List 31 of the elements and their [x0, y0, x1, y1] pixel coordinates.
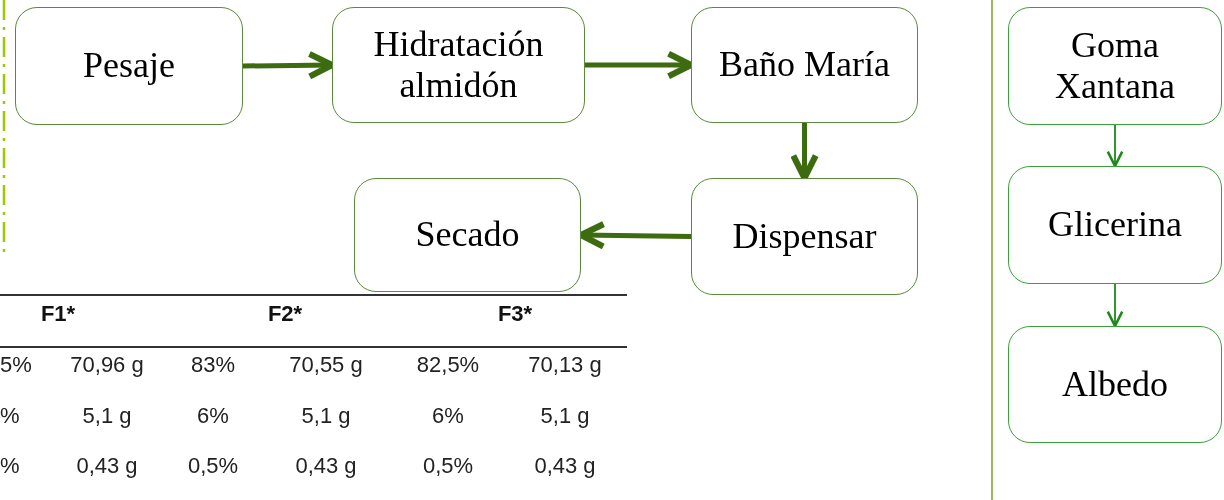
- arrow: [1106, 283, 1124, 328]
- table-cell-text: 5%: [0, 352, 32, 378]
- table-cell-text: %: [0, 403, 20, 429]
- table-cell-text: 0,5%: [187, 453, 239, 479]
- table-cell-text: 70,96 g: [70, 352, 144, 378]
- table-cell-text: 83%: [191, 352, 235, 378]
- process-box: Secado: [354, 178, 581, 292]
- process-box: Albedo: [1008, 326, 1222, 443]
- table-cell-text: 0,5%: [422, 453, 474, 479]
- table-cell-text: 0,43 g: [534, 453, 596, 479]
- column-header: F3*: [497, 301, 533, 327]
- table-cell-text: 6%: [197, 403, 229, 429]
- table-cell-text: 6%: [432, 403, 464, 429]
- process-box: Dispensar: [691, 178, 918, 295]
- process-box: Glicerina: [1008, 166, 1222, 284]
- table-cell-text: 5,1 g: [82, 403, 132, 429]
- table-cell-text: 82,5%: [416, 352, 480, 378]
- table-cell-text: 70,13 g: [528, 352, 602, 378]
- table-cell-text: 0,43 g: [76, 453, 138, 479]
- process-box: Hidratación almidón: [332, 7, 585, 123]
- column-header: F2*: [267, 301, 303, 327]
- arrow: [1106, 124, 1124, 168]
- table-cell-text: 0,43 g: [295, 453, 357, 479]
- table-cell-text: %: [0, 453, 20, 479]
- process-box: Baño María: [691, 7, 918, 123]
- process-box: Goma Xantana: [1008, 7, 1222, 125]
- table-cell-text: 5,1 g: [301, 403, 351, 429]
- column-header: F1*: [40, 301, 76, 327]
- process-box: Pesaje: [15, 7, 243, 125]
- table-cell-text: 70,55 g: [289, 352, 363, 378]
- table-cell-text: 5,1 g: [540, 403, 590, 429]
